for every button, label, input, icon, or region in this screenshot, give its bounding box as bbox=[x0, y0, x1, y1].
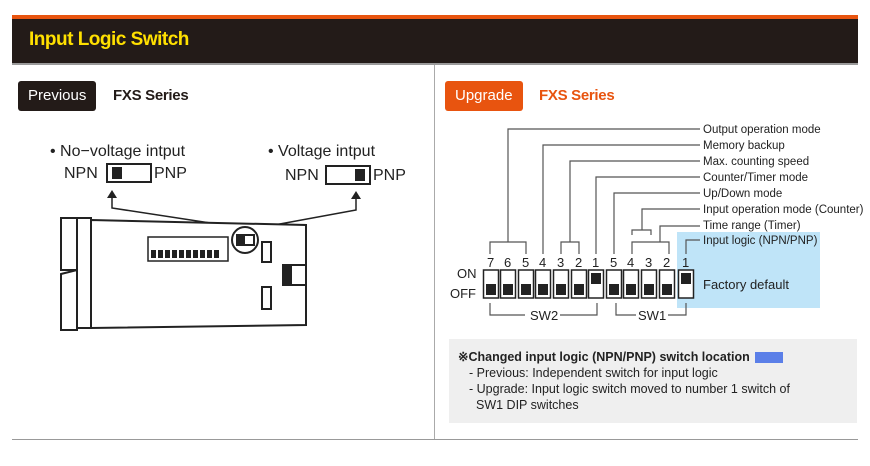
previous-series: FXS Series bbox=[113, 87, 189, 104]
upgrade-tag: Upgrade bbox=[445, 81, 523, 111]
label-memory-backup: Memory backup bbox=[703, 140, 785, 152]
page-title: Input Logic Switch bbox=[29, 29, 189, 50]
sw2-label: SW2 bbox=[530, 308, 558, 323]
switch-number: 7 bbox=[487, 255, 494, 270]
label-input-logic: Input logic (NPN/PNP) bbox=[703, 235, 818, 247]
upgrade-series: FXS Series bbox=[539, 87, 615, 104]
label-max-counting-speed: Max. counting speed bbox=[703, 156, 809, 168]
pnp-switch-icon bbox=[325, 165, 371, 185]
pnp-label: PNP bbox=[154, 165, 187, 182]
divider bbox=[434, 65, 435, 439]
header: Input Logic Switch bbox=[12, 19, 858, 65]
dip-switch: 4 bbox=[534, 255, 552, 299]
switch-knob bbox=[503, 284, 513, 295]
switch-knob bbox=[609, 284, 619, 295]
factory-default-label: Factory default bbox=[703, 277, 789, 292]
label-input-operation-mode: Input operation mode (Counter) bbox=[703, 204, 864, 216]
arrow-icon bbox=[351, 191, 361, 199]
switch-number: 3 bbox=[645, 255, 652, 270]
on-label: ON bbox=[457, 266, 477, 281]
previous-tag: Previous bbox=[18, 81, 97, 111]
label-up-down-mode: Up/Down mode bbox=[703, 188, 782, 200]
switch-number: 4 bbox=[627, 255, 634, 270]
device-icon bbox=[60, 217, 307, 331]
dip-switch: 2 bbox=[658, 255, 676, 299]
arrow-lines bbox=[111, 196, 357, 229]
note-title: ※Changed input logic (NPN/PNP) switch lo… bbox=[458, 350, 750, 364]
previous-diagram: • No−voltage intput NPN PNP • Voltage in… bbox=[50, 143, 406, 331]
switch-number: 1 bbox=[592, 255, 599, 270]
sw1-label: SW1 bbox=[638, 308, 666, 323]
switch-knob bbox=[626, 284, 636, 295]
note-line: - Previous: Independent switch for input… bbox=[469, 366, 718, 380]
switch-knob bbox=[644, 284, 654, 295]
note-line: - Upgrade: Input logic switch moved to n… bbox=[469, 382, 790, 396]
switch-number: 4 bbox=[539, 255, 546, 270]
switch-number: 1 bbox=[682, 255, 689, 270]
switch-number: 6 bbox=[504, 255, 511, 270]
pnp-label: PNP bbox=[373, 167, 406, 184]
npn-switch-icon bbox=[106, 163, 152, 183]
dip-switch: 1 bbox=[677, 255, 695, 299]
accent-bar bbox=[12, 15, 858, 19]
label-output-operation-mode: Output operation mode bbox=[703, 124, 821, 136]
switch-number: 5 bbox=[610, 255, 617, 270]
arrow-icon bbox=[107, 190, 117, 198]
label-counter-timer-mode: Counter/Timer mode bbox=[703, 172, 808, 184]
note-line: SW1 DIP switches bbox=[476, 398, 579, 412]
switch-number: 3 bbox=[557, 255, 564, 270]
label-time-range: Time range (Timer) bbox=[703, 220, 801, 232]
switch-number: 2 bbox=[663, 255, 670, 270]
dip-switch: 7 bbox=[482, 255, 500, 299]
dip-switch: 1 bbox=[587, 255, 605, 299]
dip-switch: 5 bbox=[517, 255, 535, 299]
note-box: ※Changed input logic (NPN/PNP) switch lo… bbox=[449, 339, 857, 423]
dip-switch: 3 bbox=[552, 255, 570, 299]
legend-swatch bbox=[754, 351, 783, 363]
switch-knob bbox=[556, 284, 566, 295]
npn-label: NPN bbox=[64, 165, 98, 182]
switch-number: 5 bbox=[522, 255, 529, 270]
switch-knob bbox=[681, 273, 691, 284]
switch-knob bbox=[662, 284, 672, 295]
voltage-label: • Voltage intput bbox=[268, 143, 376, 160]
highlight-box bbox=[677, 232, 820, 308]
npn-label: NPN bbox=[285, 167, 319, 184]
dip-switch: 5 bbox=[605, 255, 623, 299]
dip-switch: 3 bbox=[640, 255, 658, 299]
dip-switch: 6 bbox=[499, 255, 517, 299]
dip-switch-icon bbox=[151, 250, 219, 258]
switch-knob bbox=[521, 284, 531, 295]
dip-switch: 2 bbox=[570, 255, 588, 299]
bottom-rule bbox=[12, 439, 858, 440]
off-label: OFF bbox=[450, 286, 476, 301]
switch-knob bbox=[486, 284, 496, 295]
dip-switch-diagram: Output operation mode Memory backup Max.… bbox=[450, 124, 864, 323]
no-voltage-label: • No−voltage intput bbox=[50, 143, 186, 160]
switch-knob bbox=[538, 284, 548, 295]
switch-knob bbox=[591, 273, 601, 284]
dip-switch: 4 bbox=[622, 255, 640, 299]
switch-number: 2 bbox=[575, 255, 582, 270]
switch-knob bbox=[574, 284, 584, 295]
